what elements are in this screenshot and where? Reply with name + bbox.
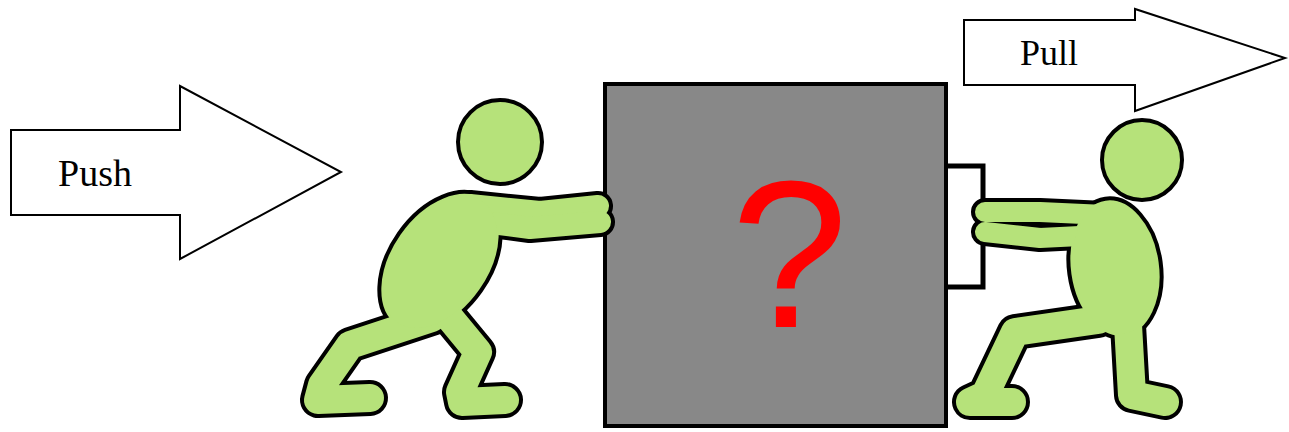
pull-arrow: Pull <box>963 8 1287 112</box>
mystery-box: ? <box>603 82 948 428</box>
arrow-label: Pull <box>963 20 1135 85</box>
arrow-outline <box>963 8 1287 112</box>
arrow-shape <box>964 9 1285 111</box>
pulling-figure <box>970 120 1182 402</box>
push-arrow: Push <box>10 85 342 260</box>
arrow-label: Push <box>10 130 180 215</box>
arrow-shape <box>11 86 341 259</box>
pushing-figure <box>318 100 600 402</box>
question-mark: ? <box>627 86 952 424</box>
box-handle <box>946 166 983 287</box>
